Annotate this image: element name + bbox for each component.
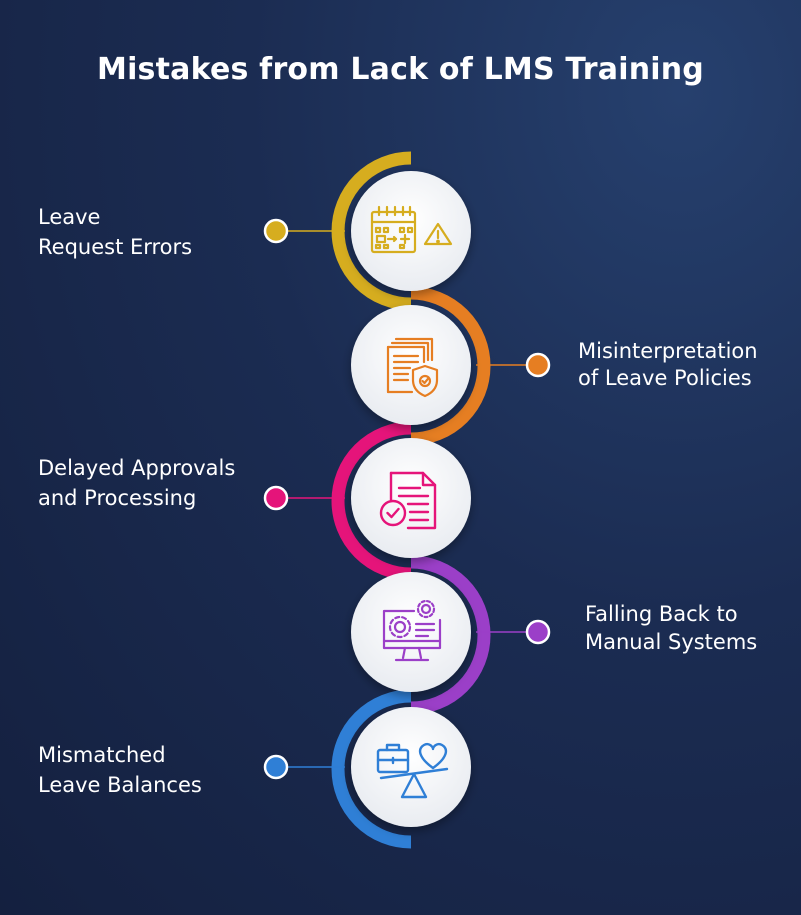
disc-4: [351, 572, 471, 692]
computer-settings-icon: [382, 599, 442, 662]
policy-document-shield-icon: [386, 337, 439, 398]
dot-4: [525, 619, 551, 645]
disc-2: [351, 305, 471, 425]
arc-5: [331, 689, 412, 849]
calendar-warning-icon: [370, 205, 453, 254]
connector-3: [263, 485, 345, 511]
dot-2: [525, 352, 551, 378]
disc-5: [351, 707, 471, 827]
disc-3: [351, 438, 471, 558]
label-mismatched-balances: Mismatched Leave Balances: [38, 743, 202, 797]
document-check-icon: [379, 471, 437, 530]
connector-4: [476, 619, 551, 645]
arc-2: [410, 286, 491, 446]
page-title: Mistakes from Lack of LMS Training: [97, 52, 704, 87]
arc-3: [331, 421, 412, 581]
label-delayed-approvals: Delayed Approvals and Processing: [38, 456, 236, 510]
label-leave-request-errors: Leave Request Errors: [38, 205, 193, 259]
connector-1: [263, 218, 345, 244]
connector-5: [263, 754, 345, 780]
connector-2: [476, 352, 551, 378]
arc-4: [410, 555, 491, 715]
dot-1: [263, 218, 289, 244]
dot-3: [263, 485, 289, 511]
label-misinterpretation: Misinterpretation of Leave Policies: [578, 339, 758, 390]
work-life-balance-icon: [376, 742, 449, 799]
dot-5: [263, 754, 289, 780]
label-falling-back: Falling Back to Manual Systems: [585, 602, 758, 654]
